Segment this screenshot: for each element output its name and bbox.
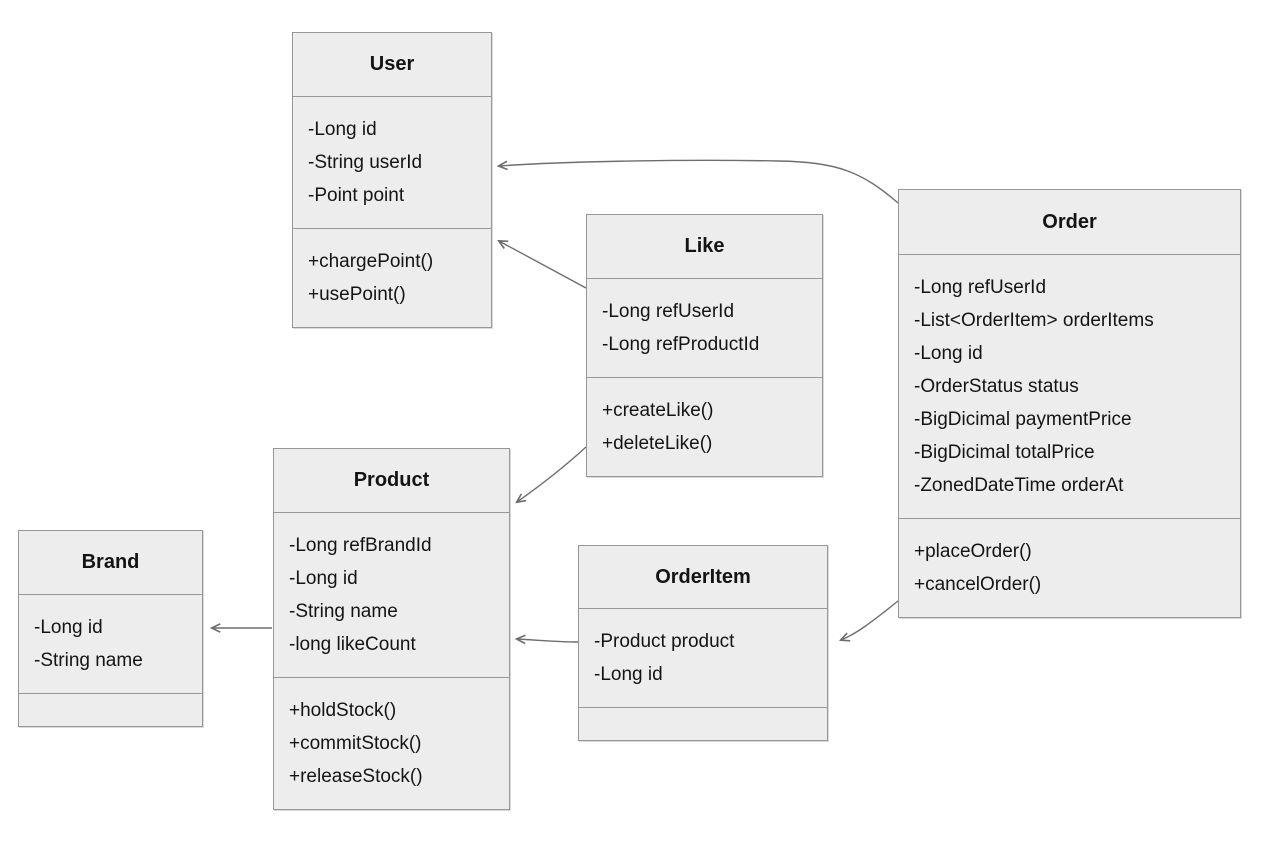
attribute: -Long refUserId (602, 301, 735, 322)
class-orderitem-title: OrderItem (579, 546, 827, 609)
method: +chargePoint() (308, 251, 434, 272)
class-order-attributes: -Long refUserId -List<OrderItem> orderIt… (899, 255, 1240, 518)
attribute: -List<OrderItem> orderItems (914, 310, 1154, 331)
method: +holdStock() (289, 700, 397, 721)
arrow-order-to-orderitem (841, 600, 899, 640)
class-order: Order -Long refUserId -List<OrderItem> o… (898, 189, 1241, 618)
attribute: -Long id (594, 664, 663, 685)
method: +createLike() (602, 400, 714, 421)
class-product: Product -Long refBrandId -Long id -Strin… (273, 448, 510, 810)
arrow-like-to-product (517, 446, 587, 502)
attribute: -ZonedDateTime orderAt (914, 475, 1124, 496)
attribute: -BigDicimal paymentPrice (914, 409, 1132, 430)
class-brand-title: Brand (19, 531, 202, 595)
method: +deleteLike() (602, 433, 713, 454)
attribute: -Long id (34, 617, 103, 638)
class-user-title: User (293, 33, 491, 97)
class-like: Like -Long refUserId -Long refProductId … (586, 214, 823, 477)
class-orderitem: OrderItem -Product product -Long id (578, 545, 828, 741)
class-orderitem-attributes: -Product product -Long id (579, 609, 827, 707)
class-like-methods: +createLike() +deleteLike() (587, 377, 822, 476)
attribute: -String userId (308, 152, 423, 173)
attribute: -Long id (289, 568, 358, 589)
class-product-attributes: -Long refBrandId -Long id -String name -… (274, 513, 509, 677)
class-brand: Brand -Long id -String name (18, 530, 203, 727)
attribute: -long likeCount (289, 634, 416, 655)
class-like-attributes: -Long refUserId -Long refProductId (587, 279, 822, 377)
attribute: -Point point (308, 185, 405, 206)
class-like-title: Like (587, 215, 822, 279)
method: +placeOrder() (914, 541, 1032, 562)
attribute: -String name (289, 601, 398, 622)
class-user-attributes: -Long id -String userId -Point point (293, 97, 491, 228)
attribute: -Long id (308, 119, 377, 140)
class-product-methods: +holdStock() +commitStock() +releaseStoc… (274, 677, 509, 809)
attribute: -Long refBrandId (289, 535, 432, 556)
method: +commitStock() (289, 733, 422, 754)
arrow-like-to-user (499, 241, 587, 289)
arrow-order-to-user (499, 159, 899, 204)
attribute: -Long refProductId (602, 334, 760, 355)
class-product-title: Product (274, 449, 509, 513)
method: +releaseStock() (289, 766, 423, 787)
method: +usePoint() (308, 284, 406, 305)
method: +cancelOrder() (914, 574, 1042, 595)
attribute: -OrderStatus status (914, 376, 1079, 397)
arrow-orderitem-to-product (517, 639, 579, 642)
attribute: -Long id (914, 343, 983, 364)
attribute: -BigDicimal totalPrice (914, 442, 1095, 463)
class-brand-attributes: -Long id -String name (19, 595, 202, 693)
attribute: -String name (34, 650, 143, 671)
class-orderitem-methods (579, 707, 827, 740)
class-brand-methods (19, 693, 202, 726)
attribute: -Long refUserId (914, 277, 1047, 298)
class-order-methods: +placeOrder() +cancelOrder() (899, 518, 1240, 617)
class-order-title: Order (899, 190, 1240, 255)
attribute: -Product product (594, 631, 735, 652)
class-user-methods: +chargePoint() +usePoint() (293, 228, 491, 327)
class-user: User -Long id -String userId -Point poin… (292, 32, 492, 328)
